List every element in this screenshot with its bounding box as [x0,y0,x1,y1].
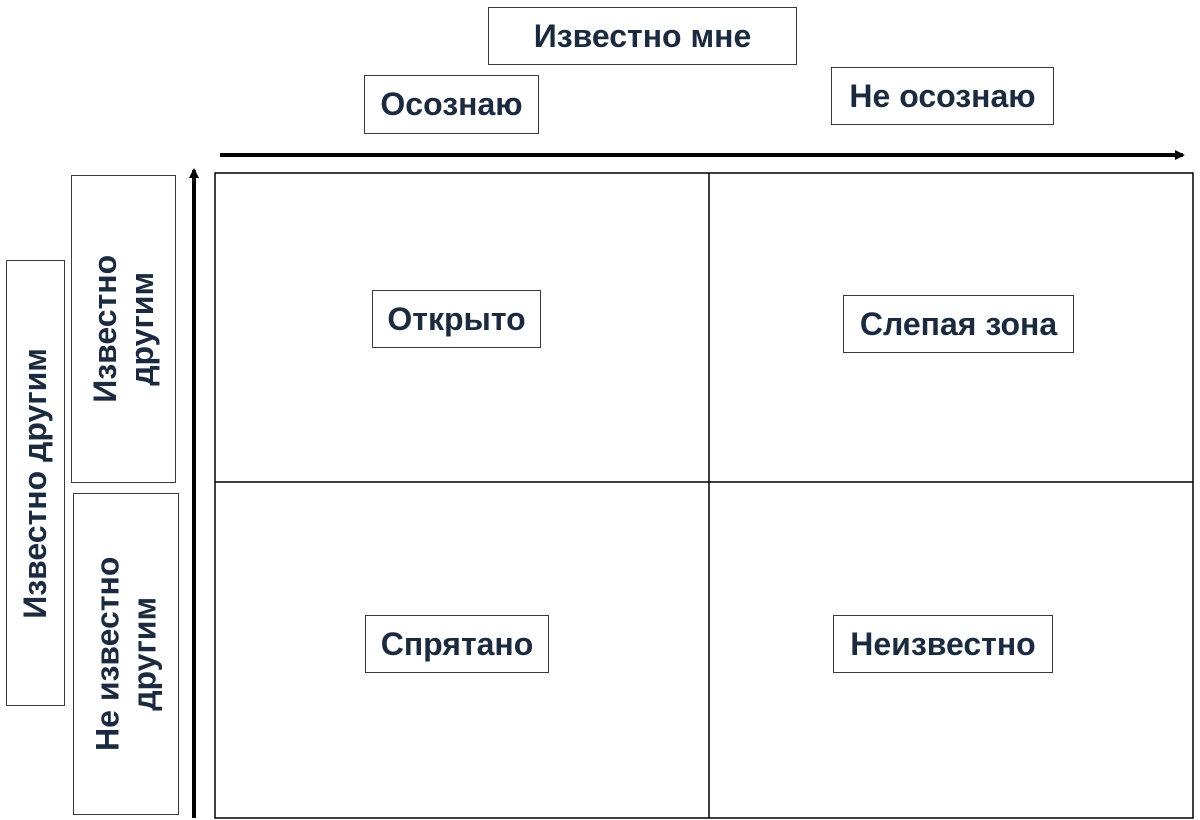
not-known-to-others-label: Не известно другим [73,493,179,815]
known-to-me-label: Известно мне [488,7,797,65]
quadrant-hidden-text: Спрятано [380,625,534,662]
known-to-others-outer-label: Известно другим [6,260,65,706]
quadrant-open-text: Открыто [387,300,526,337]
not-known-to-others-text: Не известно другим [89,557,163,751]
known-to-others-line1: Известно [86,255,123,403]
known-to-others-outer-text: Известно другим [17,347,54,619]
not-aware-label: Не осознаю [831,67,1054,125]
quadrant-grid-border [214,172,1194,819]
known-to-others-text: Известно другим [87,255,161,403]
known-to-others-label: Известно другим [71,175,176,483]
quadrant-unknown-text: Неизвестно [850,625,1036,662]
not-known-to-others-line2: другим [126,597,162,711]
not-known-to-others-line1: Не известно [89,556,126,752]
aware-text: Осознаю [380,86,523,123]
quadrant-blind-text: Слепая зона [859,305,1058,342]
quadrant-unknown-label: Неизвестно [833,615,1053,673]
known-to-me-text: Известно мне [533,17,752,54]
not-aware-text: Не осознаю [849,77,1036,114]
known-to-others-line2: другим [123,272,160,386]
aware-label: Осознаю [364,75,539,134]
quadrant-open-label: Открыто [372,290,541,348]
quadrant-blind-label: Слепая зона [843,295,1074,353]
quadrant-hidden-label: Спрятано [365,615,549,673]
